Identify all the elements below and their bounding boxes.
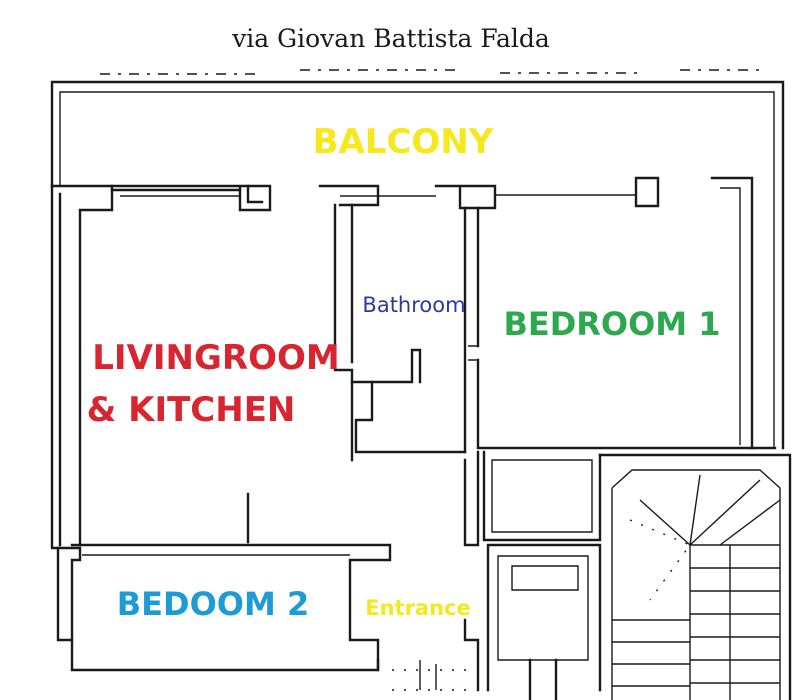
bathroom-label: Bathroom — [362, 293, 465, 317]
bedroom2-label: BEDOOM 2 — [117, 585, 309, 623]
entrance-label: Entrance — [365, 596, 471, 620]
livingroom-label: LIVINGROOM — [92, 338, 339, 378]
interior-walls — [56, 203, 754, 700]
exterior-walls — [50, 176, 777, 672]
bedroom1-label: BEDROOM 1 — [503, 305, 720, 343]
balcony-outline — [50, 69, 785, 450]
kitchen-label: & KITCHEN — [87, 390, 296, 430]
staircase — [598, 453, 792, 700]
street-name-label: via Giovan Battista Falda — [231, 24, 550, 53]
balcony-label: BALCONY — [313, 122, 494, 162]
